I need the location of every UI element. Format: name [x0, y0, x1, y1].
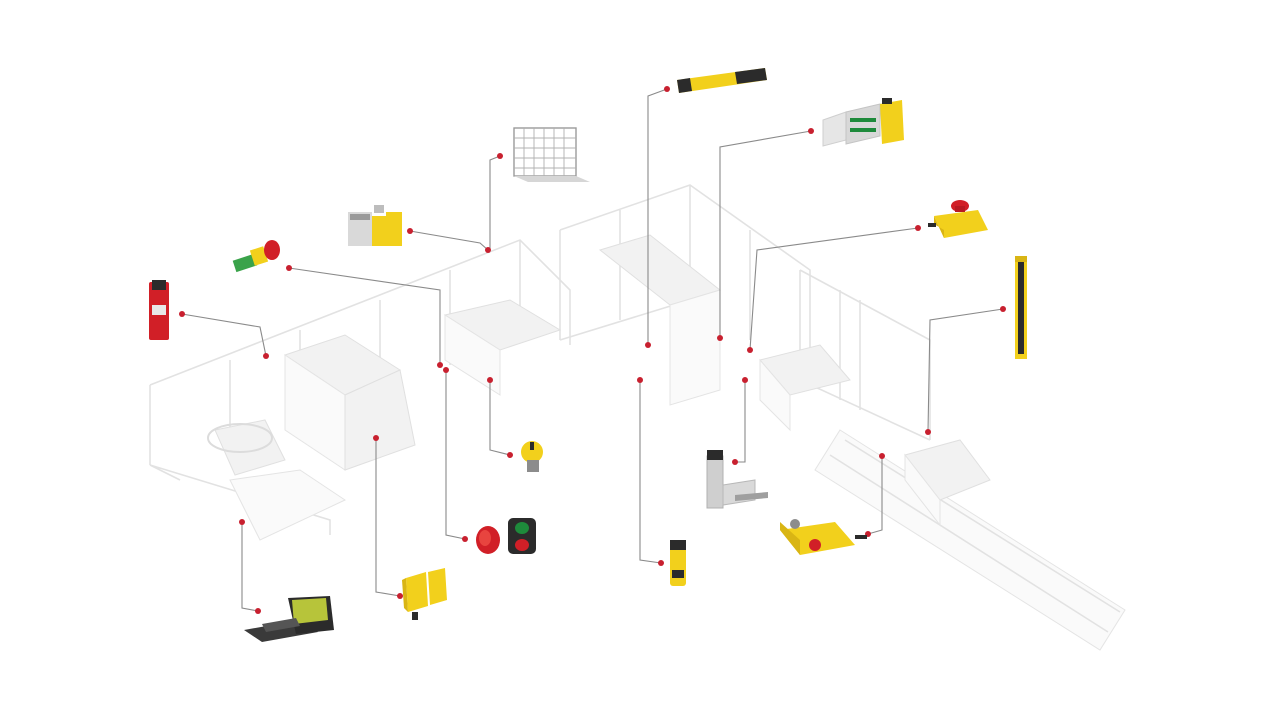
non-contact-sensor-icon	[402, 568, 447, 620]
fence-panel-icon	[513, 127, 590, 182]
emergency-stop-icon	[928, 200, 988, 238]
push-button-station-icon	[780, 519, 867, 555]
safety-mat-icon	[244, 596, 334, 642]
callout-lines	[181, 88, 1004, 612]
indicator-light-icon	[232, 240, 280, 273]
callout-dots	[179, 86, 1006, 614]
push-button-icon	[476, 518, 536, 554]
red-interlock-switch-icon	[149, 280, 169, 340]
safety-plc-icon	[822, 98, 904, 147]
door-handle-icon	[706, 450, 768, 509]
beacon-icon	[521, 441, 543, 472]
sensor-icon	[670, 540, 686, 586]
production-line-machinery	[149, 184, 1126, 651]
light-curtain-icon	[1015, 256, 1027, 359]
light-beam-sensor-icon	[677, 68, 767, 93]
safety-relay-icon	[348, 205, 402, 246]
